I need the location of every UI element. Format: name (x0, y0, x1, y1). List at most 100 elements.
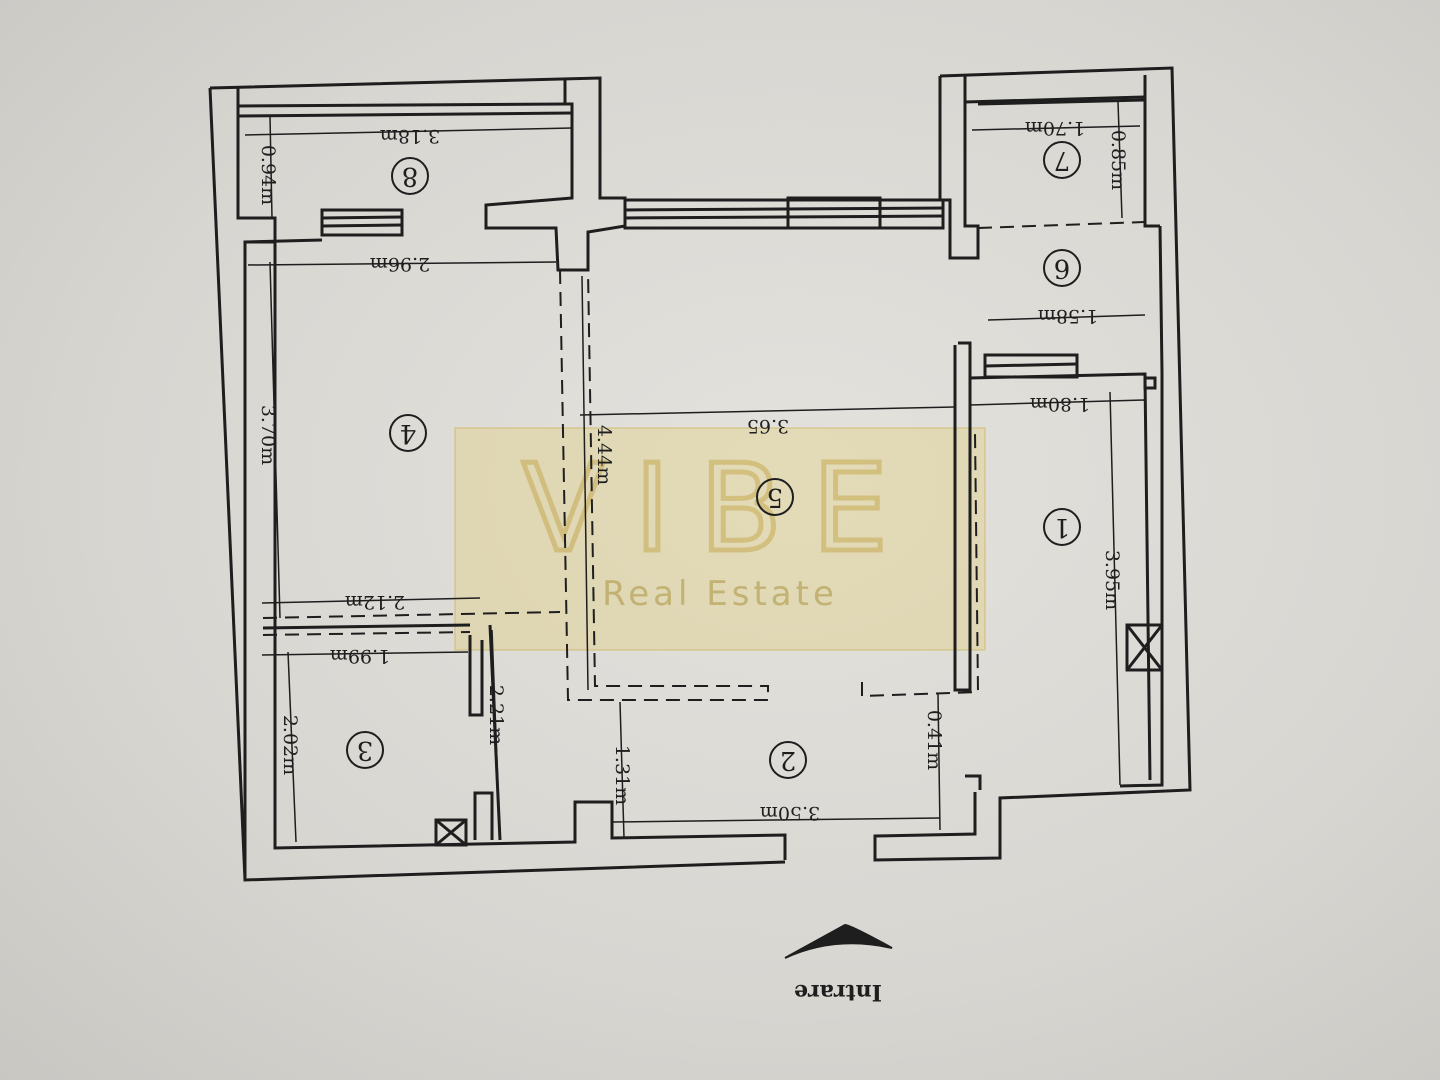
dimline-158 (987, 314, 1146, 321)
dim-350: 3.50m (760, 802, 820, 824)
room8-window (320, 208, 404, 237)
room-3-number: 3 (357, 735, 374, 765)
dim-094: 0.94m (257, 145, 279, 205)
room8-window-line1 (321, 215, 403, 220)
wall-3-right (468, 635, 484, 717)
dim-180: 1.80m (1030, 393, 1090, 415)
dimline-221 (491, 629, 501, 841)
entry-marker: Intrare (784, 923, 893, 1005)
room-1-circle (1043, 508, 1081, 546)
dim-444: 4.44m (593, 425, 615, 485)
dim-221: 2.21m (485, 685, 507, 745)
dimline-170 (971, 125, 1141, 131)
room7-right (1143, 75, 1160, 228)
dimline-370 (269, 261, 281, 619)
watermark: VIBE Real Estate (454, 427, 986, 651)
room1-bottom-notch (965, 774, 982, 790)
watermark-box (454, 427, 986, 651)
room-4: 4 (389, 414, 427, 452)
room1-shaft-x2 (1125, 624, 1164, 671)
room-3-circle (346, 731, 384, 769)
dimline-202 (287, 651, 297, 843)
wall-8-4 (244, 238, 323, 244)
room-1-number: 1 (1054, 512, 1071, 542)
wall-4-3 (262, 623, 471, 630)
room8-inner-top2 (237, 111, 573, 118)
room-7-number: 7 (1054, 145, 1071, 175)
dash-5-right (861, 431, 980, 698)
dimline-212 (261, 597, 481, 604)
room-2-circle (769, 741, 807, 779)
room6-window-line (984, 362, 1078, 368)
room1-right-inner (1143, 377, 1152, 781)
room-4-number: 4 (400, 418, 417, 448)
dim-318: 3.18m (380, 125, 440, 147)
room8-window-line2 (321, 223, 403, 228)
outer-wall-left (243, 240, 787, 882)
top-window-line2 (624, 214, 944, 220)
room7-inner-top (964, 95, 1146, 104)
entry-label: Intrare (794, 979, 882, 1005)
dim-170: 1.70m (1025, 117, 1085, 139)
dimline-131 (619, 701, 625, 839)
room-7-circle (1043, 141, 1081, 179)
room1-shaft (1125, 623, 1164, 672)
dim-085: 0.85m (1107, 130, 1129, 190)
room-1: 1 (1043, 508, 1081, 546)
room1-vent (1143, 376, 1157, 390)
dimline-085 (1117, 101, 1123, 219)
room8-inner-top (237, 102, 566, 108)
dimline-041 (937, 693, 941, 831)
dimline-444 (581, 275, 589, 691)
room-8: 8 (391, 157, 429, 195)
room-8-number: 8 (402, 161, 419, 191)
dash-5-left (559, 269, 769, 701)
room8-top (236, 88, 277, 242)
dim-158: 1.58m (1038, 305, 1098, 327)
room3-bathroom-notch (473, 791, 494, 840)
room-6-number: 6 (1054, 253, 1071, 283)
room3-vent-x2 (435, 818, 467, 847)
dimline-094 (269, 115, 273, 219)
dim-370: 3.70m (257, 405, 279, 465)
top-window (623, 198, 945, 230)
pillar-left (484, 80, 626, 272)
dimline-350 (611, 817, 941, 823)
room-4-circle (389, 414, 427, 452)
room-labels: 1 2 3 4 5 6 7 8 (346, 141, 1081, 779)
dim-212: 2.12m (345, 591, 405, 613)
dimline-296 (247, 261, 557, 266)
dimline-318 (244, 127, 573, 136)
outer-wall-right (873, 66, 1192, 862)
dash-4-3 (262, 631, 471, 636)
watermark-logo: VIBE (522, 440, 918, 579)
room-8-circle (391, 157, 429, 195)
room-6-circle (1043, 249, 1081, 287)
dimline-199 (261, 651, 469, 656)
dimension-labels: 3.18m 0.94m 2.96m 3.70m 2.12m 1.99m 2.02… (257, 117, 1129, 824)
entry-arrow-icon (784, 923, 893, 959)
room-7: 7 (1043, 141, 1081, 179)
dim-202: 2.02m (279, 715, 301, 775)
outer-wall-far-left (208, 87, 247, 881)
room6-right (1119, 225, 1164, 788)
dimline-365 (579, 406, 956, 416)
dim-131: 1.31m (611, 745, 633, 805)
dimline-395 (1109, 391, 1121, 786)
room-2: 2 (769, 741, 807, 779)
dim-296: 2.96m (370, 253, 430, 275)
room-5: 5 (756, 478, 794, 516)
dimension-lines (244, 101, 1146, 843)
room-2-number: 2 (780, 745, 797, 775)
room-3: 3 (346, 731, 384, 769)
right-pillar (938, 76, 980, 260)
room3-vent (434, 818, 468, 847)
top-window-frame (786, 196, 882, 230)
dim-199: 1.99m (330, 645, 390, 667)
dashed-separations (262, 221, 1146, 701)
dimline-180 (969, 399, 1146, 406)
wall-5-1 (953, 341, 972, 692)
dash-6-7 (977, 221, 1146, 229)
